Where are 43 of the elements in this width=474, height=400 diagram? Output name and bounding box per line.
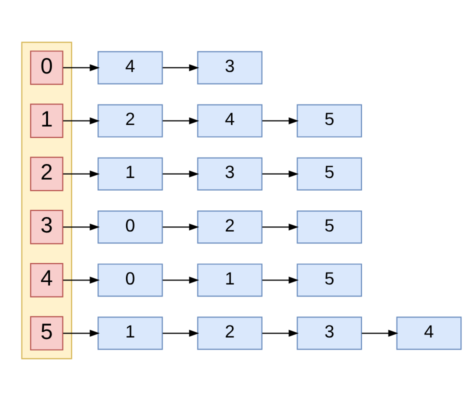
node-box: 4 [396,316,462,350]
node-box: 3 [296,316,362,350]
node-box: 4 [30,262,64,297]
arrow [162,329,200,336]
node-box: 5 [296,210,362,244]
node-box: 1 [30,103,64,138]
arrow [262,329,299,336]
arrow [162,170,200,177]
arrow [63,116,100,124]
arrow [162,116,200,124]
arrow [63,276,100,284]
node-box: 5 [296,263,362,296]
arrow [262,116,299,124]
node-box: 3 [197,50,262,84]
cluster [21,41,72,359]
arrow [262,170,299,177]
node-box: 4 [98,50,163,84]
node-box: 4 [197,104,262,137]
arrow [162,276,200,284]
node-box: 2 [98,104,163,137]
node-box: 2 [197,316,262,350]
node-box: 0 [30,50,64,84]
node-box: 1 [197,263,262,296]
arrow [162,223,200,230]
node-box: 5 [296,156,362,190]
arrow [162,64,200,71]
arrow [63,64,100,71]
arrow [262,223,299,230]
node-box: 3 [197,156,262,190]
node-box: 5 [296,104,362,137]
arrow [63,170,100,177]
node-box: 0 [98,263,163,296]
node-box: 2 [197,210,262,244]
arrow [63,223,100,230]
node-box: 1 [98,156,163,190]
node-box: 0 [98,210,163,244]
node-box: 1 [98,316,163,350]
arrow [63,329,100,336]
arrow [262,276,299,284]
node-box: 5 [30,316,64,350]
node-box: 3 [30,209,64,244]
node-box: 2 [30,156,64,191]
arrow [362,329,398,336]
